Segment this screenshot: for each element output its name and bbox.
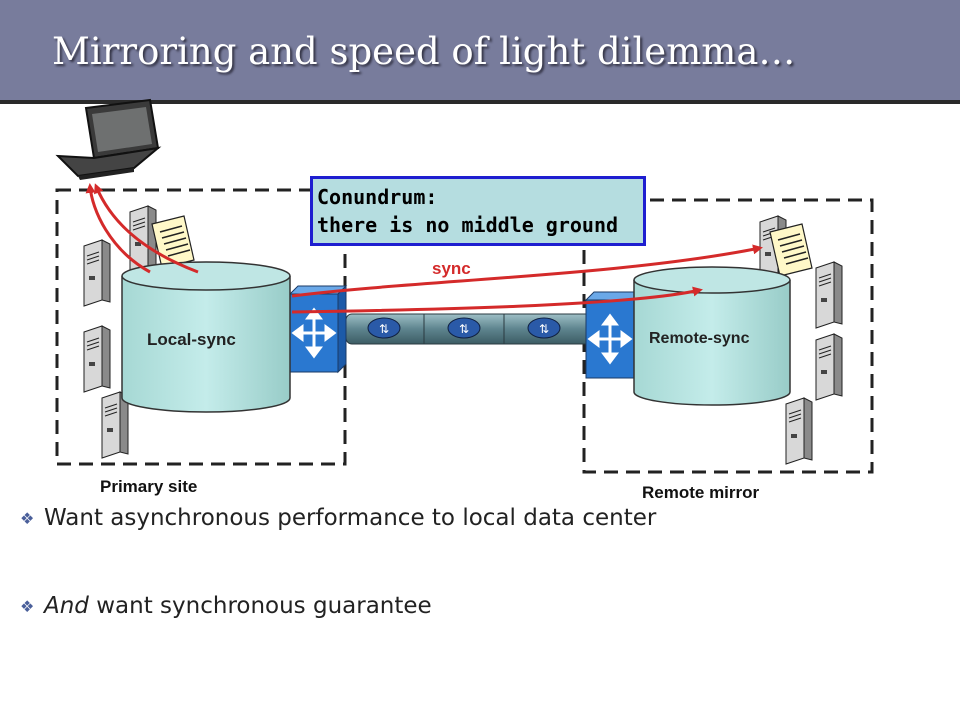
conundrum-callout: Conundrum: there is no middle ground (310, 176, 646, 246)
bullet-text: want synchronous guarantee (88, 593, 432, 619)
wan-router-icon: ⇅ (367, 317, 401, 339)
remote-mirror-label: Remote mirror (642, 483, 760, 502)
remote-server-icon (815, 333, 843, 401)
svg-text:⇅: ⇅ (459, 322, 469, 336)
sync-arrows (85, 183, 763, 314)
svg-text:⇅: ⇅ (379, 322, 389, 336)
remote-server-icon (815, 261, 843, 329)
primary-site-label: Primary site (100, 477, 198, 496)
bullet-item: ❖ Want asynchronous performance to local… (20, 505, 656, 531)
wan-link-pipe: ⇅ ⇅ ⇅ (345, 313, 593, 345)
laptop-icon (55, 98, 162, 180)
sync-label: sync (432, 259, 471, 278)
bullet-text: Want asynchronous performance to local d… (44, 505, 657, 531)
remote-sync-database (633, 266, 791, 406)
remote-sync-label: Remote-sync (649, 330, 750, 347)
bullet-emphasis: And (44, 593, 89, 619)
bullet-item: ❖ And want synchronous guarantee (20, 593, 432, 619)
remote-site-boundary (582, 198, 874, 474)
diamond-bullet-icon: ❖ (20, 596, 35, 616)
remote-server-icon (785, 397, 813, 465)
diamond-bullet-icon: ❖ (20, 508, 35, 528)
local-sync-label: Local-sync (147, 330, 236, 349)
wan-router-icon: ⇅ (447, 317, 481, 339)
callout-line-2: there is no middle ground (317, 213, 619, 237)
wan-router-icon: ⇅ (527, 317, 561, 339)
primary-server-icon (83, 239, 111, 307)
slide-title: Mirroring and speed of light dilemma… (52, 30, 796, 73)
local-sync-database (121, 261, 291, 413)
svg-text:⇅: ⇅ (539, 322, 549, 336)
primary-switch-icon (288, 284, 348, 374)
title-bar (0, 0, 960, 100)
primary-server-icon (83, 325, 111, 393)
title-divider (0, 100, 960, 104)
callout-line-1: Conundrum: (317, 185, 438, 209)
